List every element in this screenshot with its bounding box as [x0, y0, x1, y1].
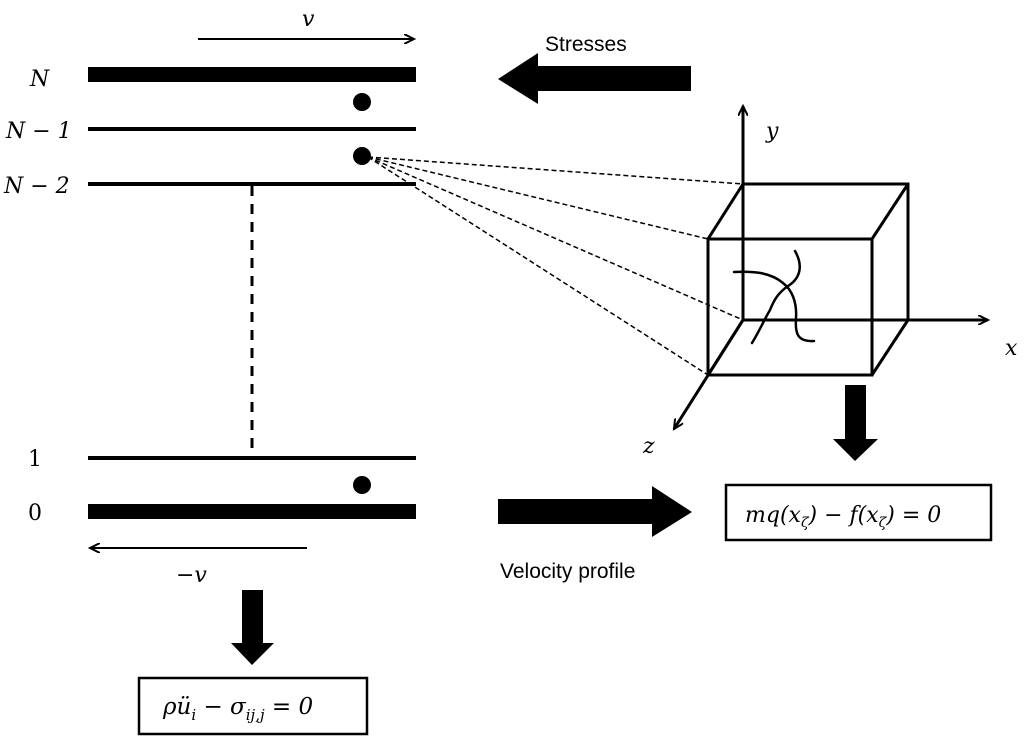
particle-dot [353, 476, 371, 494]
particle-dot [353, 93, 371, 111]
layer-0-wall [88, 504, 416, 519]
layer-N-wall [88, 67, 416, 82]
velocity-profile-arrow-icon [498, 486, 692, 537]
velocity-top-label: v [302, 7, 315, 32]
stresses-arrow-icon [498, 53, 691, 104]
continuum-equation-box [137, 676, 369, 736]
layer-label-1: 1 [28, 447, 42, 472]
layer-label-0: 0 [28, 501, 42, 526]
simulation-cell-cube [706, 182, 910, 377]
velocity-profile-label: Velocity profile [500, 560, 635, 583]
stresses-label: Stresses [545, 33, 627, 56]
molecular-equation: mq(xζ) − f(xζ) = 0 [745, 503, 941, 531]
layer-label-N-1: N − 1 [5, 119, 72, 144]
down-arrow-icon [231, 590, 274, 665]
axis-label-z: z [642, 434, 655, 459]
layer-label-N-2: N − 2 [3, 174, 70, 199]
axis-label-x: x [1005, 336, 1018, 361]
layer-label-N: N [29, 67, 50, 92]
velocity-bottom-label: −v [176, 563, 207, 588]
polymer-chains [732, 249, 816, 345]
axis-label-y: y [765, 119, 779, 144]
continuum-equation: ρüi − σij,j = 0 [162, 694, 313, 724]
particle-dot-selected [353, 147, 371, 165]
molecular-equation-box [724, 483, 993, 542]
down-arrow-icon [833, 385, 878, 461]
projection-lines [367, 156, 744, 376]
